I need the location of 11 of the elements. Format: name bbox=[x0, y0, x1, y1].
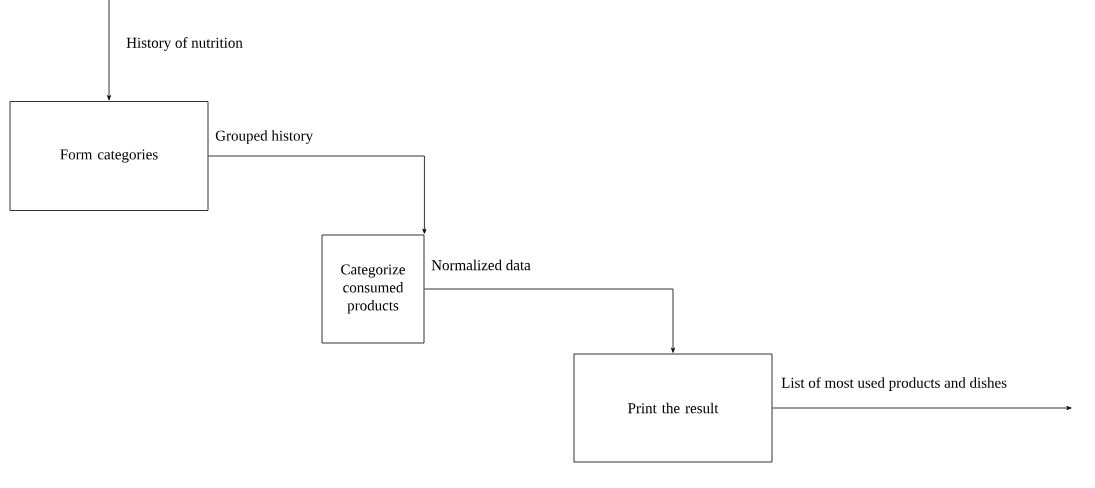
process-box: Categorize consumed products bbox=[321, 234, 425, 344]
arrow bbox=[208, 155, 427, 234]
edge-label: List of most used products and dishes bbox=[781, 377, 1007, 391]
edge-label: Grouped history bbox=[215, 130, 314, 144]
edge-label: History of nutrition bbox=[126, 37, 243, 51]
arrow bbox=[424, 288, 675, 353]
arrow bbox=[772, 406, 1072, 410]
process-box: Form categories bbox=[9, 101, 209, 211]
process-box: Print the result bbox=[573, 353, 773, 463]
edge-label: Normalized data bbox=[431, 259, 531, 271]
arrow bbox=[107, 0, 111, 101]
